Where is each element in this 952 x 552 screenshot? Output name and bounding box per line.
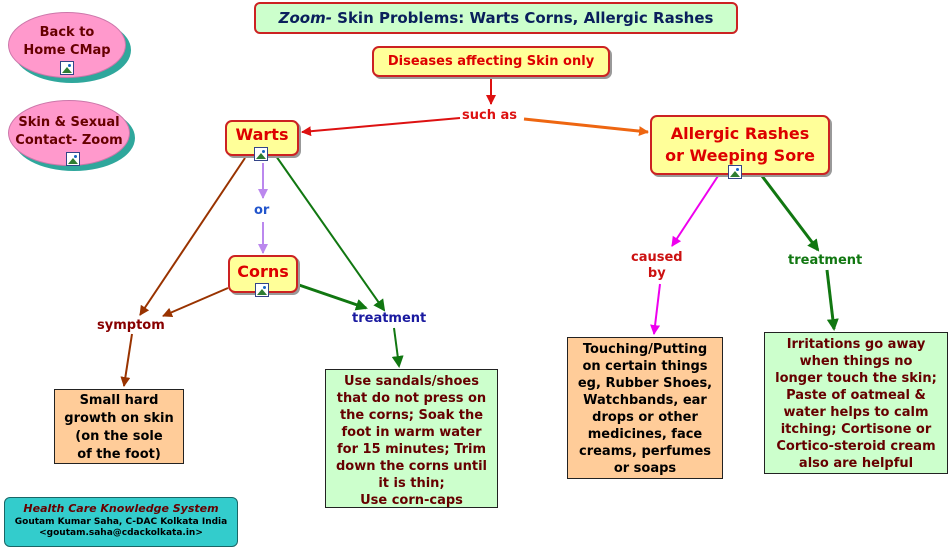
link-label-treatment: treatment bbox=[788, 253, 863, 268]
link-label-or: or bbox=[254, 203, 270, 218]
link-label-symptom: symptom bbox=[97, 318, 165, 333]
footer-system-name: Health Care Knowledge System bbox=[23, 502, 219, 515]
link-label-caused-by: caused by bbox=[631, 250, 683, 281]
footer-credits: Health Care Knowledge System Goutam Kuma… bbox=[4, 497, 238, 547]
link-label-treatment: treatment bbox=[352, 311, 427, 326]
link-causedby-to-causes bbox=[650, 283, 661, 335]
image-resource-icon[interactable] bbox=[728, 165, 742, 179]
concept-diseases-affecting-skin: Diseases affecting Skin only bbox=[372, 46, 610, 77]
concept-allergic-rashes: Allergic Rashes or Weeping Sore bbox=[650, 115, 830, 175]
symptom-description-box: Small hard growth on skin (on the sole o… bbox=[54, 389, 184, 464]
footer-email: <goutam.saha@cdackolkata.in> bbox=[39, 528, 203, 538]
footer-author: Goutam Kumar Saha, C-DAC Kolkata India bbox=[14, 517, 228, 527]
link-warts-to-symptom bbox=[139, 157, 246, 316]
link-allergic-to-causedby bbox=[671, 175, 719, 247]
cmap-link-icon[interactable] bbox=[66, 152, 80, 166]
image-resource-icon[interactable] bbox=[255, 283, 269, 297]
link-allergic-to-treatment bbox=[760, 175, 820, 252]
concept-corns: Corns bbox=[228, 255, 298, 293]
link-suchas-to-warts bbox=[301, 117, 461, 137]
link-corns-to-treatment bbox=[298, 283, 368, 311]
link-warts-to-treatment bbox=[275, 155, 386, 312]
corn-treatment-box: Use sandals/shoes that do not press on t… bbox=[325, 369, 498, 508]
image-resource-icon[interactable] bbox=[254, 147, 268, 161]
link-label-such-as: such as bbox=[462, 108, 517, 123]
link-corns-to-symptom bbox=[162, 287, 229, 318]
rash-treatment-box: Irritations go away when things no longe… bbox=[764, 332, 948, 474]
link-treatment-to-cornbox bbox=[391, 327, 404, 368]
causes-box: Touching/Putting on certain things eg, R… bbox=[567, 337, 723, 479]
link-suchas-to-allergic bbox=[523, 117, 649, 137]
link-treatment-to-rashbox bbox=[825, 269, 839, 331]
page-title: Zoom- Skin Problems: Warts Corns, Allerg… bbox=[254, 2, 738, 34]
link-symptom-to-growth bbox=[120, 333, 133, 387]
cmap-link-icon[interactable] bbox=[60, 61, 74, 75]
